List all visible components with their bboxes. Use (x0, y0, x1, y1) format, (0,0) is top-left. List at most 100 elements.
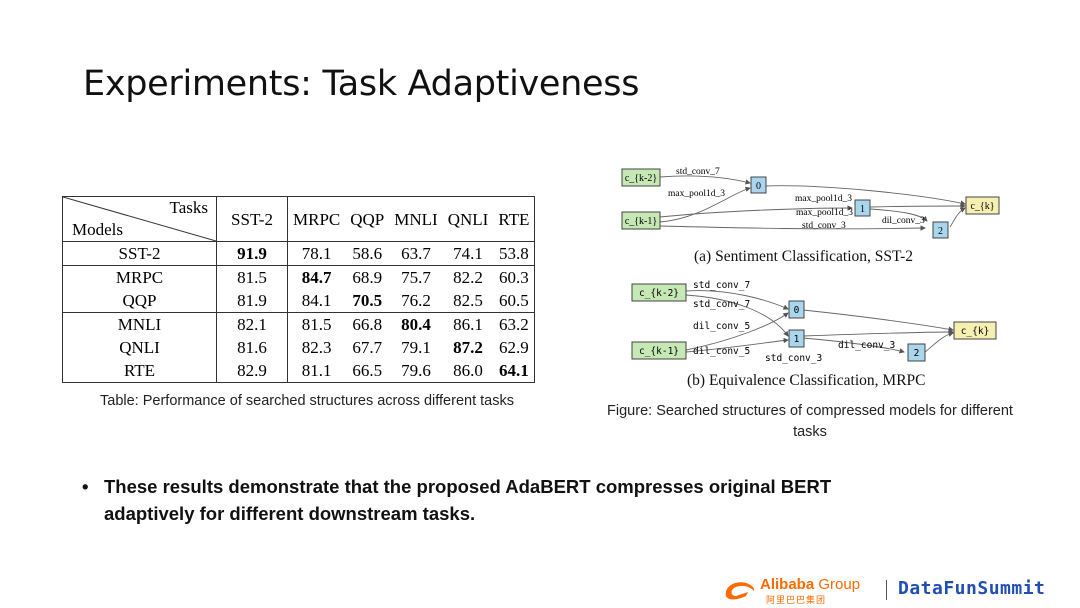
edge-label: dil_conv_3 (838, 340, 895, 351)
table-cell: 81.1 (287, 359, 346, 383)
node-ck-label: c_{k} (970, 201, 994, 212)
node-0-label: 0 (756, 181, 761, 192)
table-row-model: RTE (62, 359, 217, 383)
footer: Alibaba Group 阿里巴巴集团 DataFunSummit (722, 576, 1072, 606)
table-cell: 82.1 (216, 312, 288, 336)
edge-label: max_pool1d_3 (796, 208, 853, 218)
table-cell: 82.3 (301, 338, 332, 357)
edge-label: std_conv_7 (693, 299, 750, 310)
table-cell: 81.5 (216, 265, 288, 289)
table-cell: 82.5 (442, 289, 494, 313)
bullet-text: These results demonstrate that the propo… (104, 476, 832, 524)
figure-b-diagram: c_{k-2} c_{k-1} 0 1 2 c_{k} std_conv_7 s… (631, 280, 997, 364)
node-1 (788, 329, 805, 348)
alibaba-brand: Alibaba Group (760, 576, 860, 593)
table-cell: 66.8 (352, 315, 383, 334)
table-cell: 63.7 (389, 241, 443, 266)
alibaba-group-label: Group (818, 576, 861, 593)
results-table: Tasks Models SST-2 MRPC QQP MNLI QNLI RT… (62, 196, 536, 383)
table-column-header: MRPC (287, 196, 346, 242)
table-cell: 74.1 (442, 241, 494, 266)
node-0 (788, 300, 805, 319)
edge-label: dil_conv_5 (693, 346, 750, 357)
table-cell: 78.1 (287, 241, 346, 266)
table-row-model: QQP (62, 289, 217, 313)
table-row-model: SST-2 (62, 241, 217, 266)
edge-label: std_conv_3 (802, 221, 846, 231)
node-ck1-label: c_{k-1} (639, 346, 679, 357)
edge-label: dil_conv_5 (693, 321, 750, 332)
table-cell: 76.2 (389, 289, 443, 313)
table-header-row: Tasks Models SST-2 MRPC QQP MNLI QNLI RT… (62, 196, 535, 242)
table-cell: 63.2 (499, 315, 529, 334)
table-row-model: MNLI (62, 312, 217, 336)
node-ck1 (621, 211, 661, 230)
node-ck2 (631, 283, 687, 302)
node-ck (965, 196, 1000, 215)
edge-label: std_conv_7 (693, 280, 750, 291)
node-ck1-label: c_{k-1} (625, 216, 657, 227)
node-2-label: 2 (914, 348, 920, 359)
node-1-label: 1 (860, 204, 865, 215)
table-cell: 84.7 (301, 268, 332, 287)
node-1-label: 1 (794, 334, 800, 345)
node-2 (907, 343, 926, 362)
table-column-header: QQP (345, 196, 390, 242)
node-2-label: 2 (938, 226, 943, 237)
table-cell: 58.6 (345, 241, 390, 266)
table-cell: 81.6 (216, 336, 288, 359)
table-cell: 75.7 (401, 268, 431, 287)
figure-a-caption: (a) Sentiment Classification, SST-2 (694, 248, 913, 265)
table-cell: 80.4 (401, 315, 431, 334)
node-ck2-label: c_{k-2} (639, 288, 679, 299)
table-column-header: RTE (493, 196, 535, 242)
node-0-label: 0 (794, 305, 800, 316)
node-0 (750, 176, 767, 194)
table-cell: 87.2 (453, 338, 483, 357)
edge-label: max_pool1d_3 (795, 194, 852, 204)
datafun-summit-logo: DataFunSummit (898, 578, 1046, 599)
node-ck2-label: c_{k-2} (625, 173, 657, 184)
table-column-header: QNLI (442, 196, 494, 242)
node-ck (953, 321, 997, 340)
results-table-wrap: Tasks Models SST-2 MRPC QQP MNLI QNLI RT… (62, 196, 536, 383)
table-cell: 81.5 (301, 315, 332, 334)
table-cell: 53.8 (493, 241, 535, 266)
table-column-header: SST-2 (216, 196, 288, 242)
table-row-model: MRPC (62, 265, 217, 289)
table-cell: 64.1 (493, 359, 535, 383)
node-1 (854, 199, 871, 217)
bullet-dot-icon: • (82, 476, 89, 497)
table-cell: 86.1 (453, 315, 483, 334)
table-cell: 84.1 (287, 289, 346, 313)
corner-models-label: Models (72, 220, 123, 239)
table-cell: 62.9 (499, 338, 529, 357)
edge-label: max_pool1d_3 (668, 189, 725, 199)
footer-separator (886, 580, 887, 600)
table-cell: 86.0 (442, 359, 494, 383)
edge-label: std_conv_3 (765, 353, 822, 364)
alibaba-logo-icon (725, 582, 755, 600)
table-cell: 79.1 (401, 338, 431, 357)
table-cell: 82.9 (216, 359, 288, 383)
figure-b-caption: (b) Equivalence Classification, MRPC (687, 372, 926, 389)
node-ck-label: c_{k} (961, 326, 990, 337)
table-cell: 67.7 (352, 338, 383, 357)
corner-tasks-label: Tasks (169, 198, 208, 217)
alibaba-cn-name: 阿里巴巴集团 (766, 595, 827, 605)
node-2 (932, 221, 949, 239)
edge-label: dil_conv_3 (882, 216, 925, 226)
table-row-model: QNLI (62, 336, 217, 359)
slide-title: Experiments: Task Adaptiveness (83, 64, 640, 104)
edge-label: std_conv_7 (676, 167, 720, 177)
table-cell: 70.5 (345, 289, 390, 313)
figure-caption: Figure: Searched structures of compresse… (607, 403, 1013, 440)
table-cell: 60.3 (499, 268, 529, 287)
bullet-point: • These results demonstrate that the pro… (82, 473, 902, 527)
